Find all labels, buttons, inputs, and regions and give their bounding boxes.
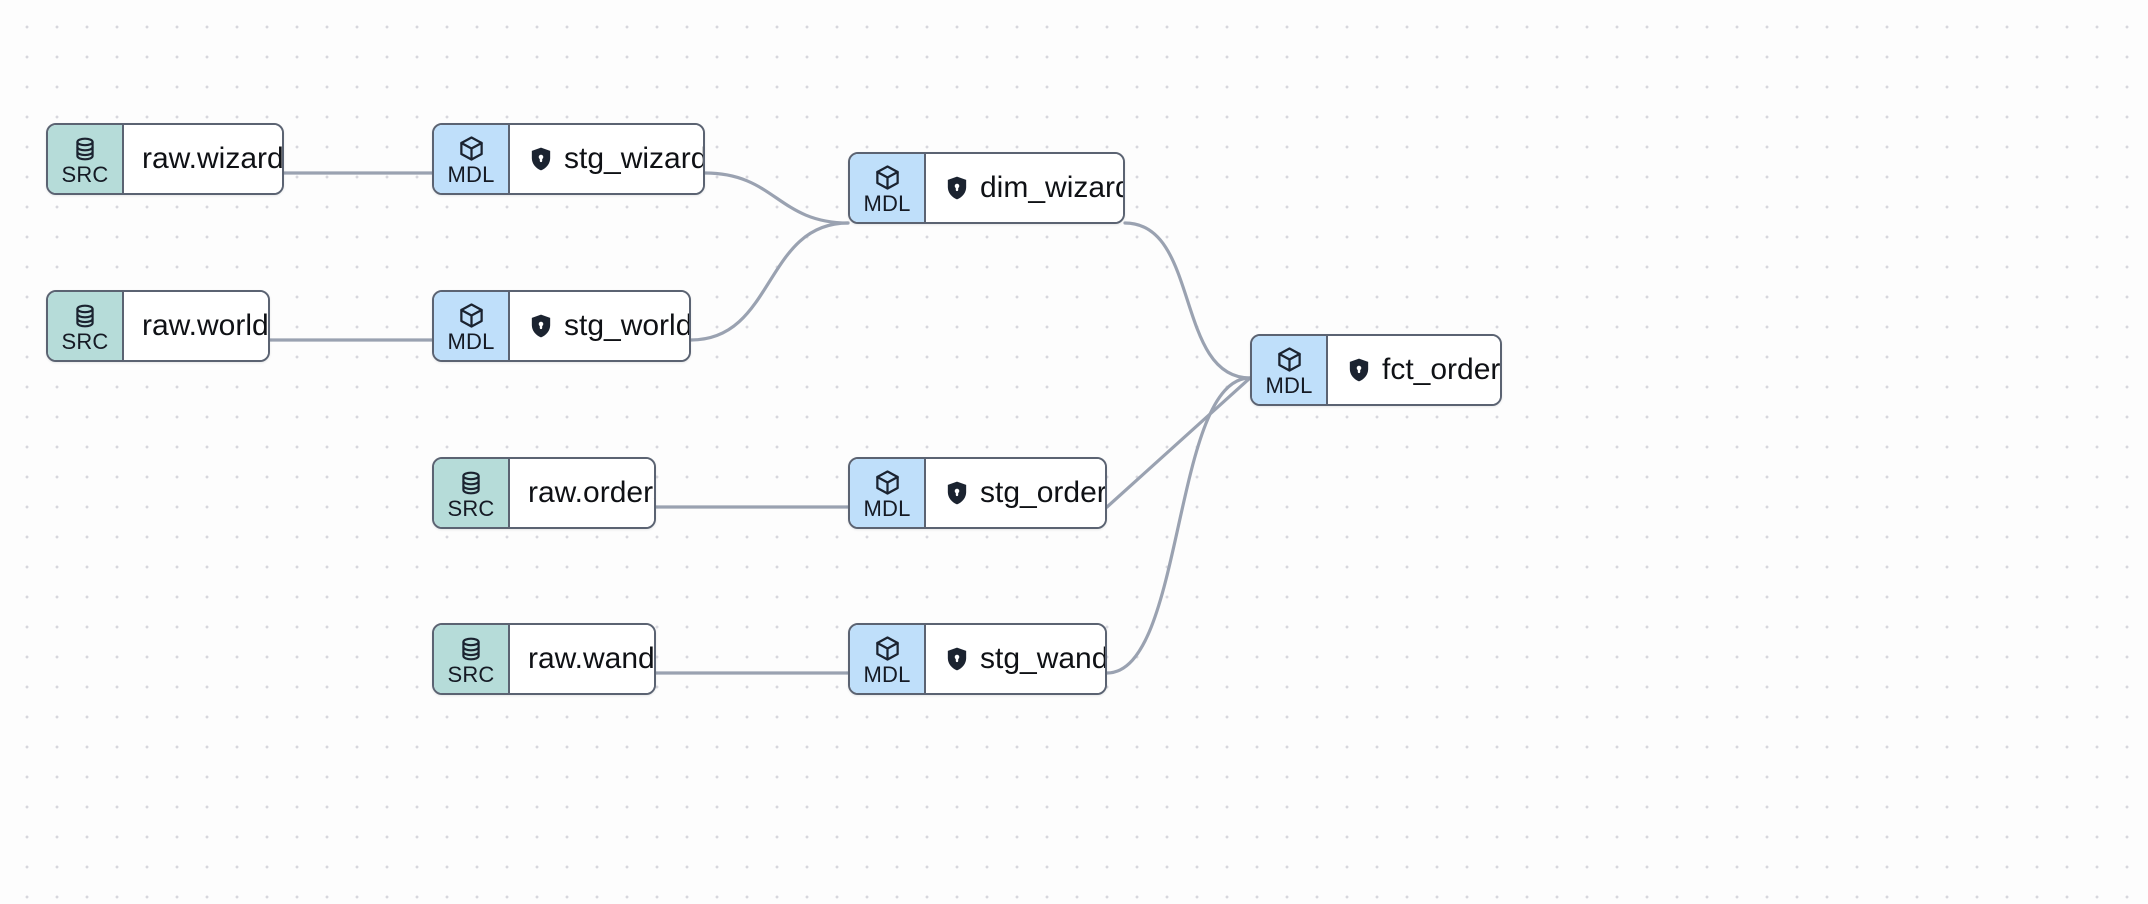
node-label: stg_wands xyxy=(980,642,1107,675)
node-stg-orders[interactable]: MDL stg_orders xyxy=(848,457,1107,529)
node-badge-mdl: MDL xyxy=(850,625,926,693)
node-raw-worlds[interactable]: SRC raw.worlds xyxy=(46,290,270,362)
node-stg-worlds[interactable]: MDL stg_worlds xyxy=(432,290,691,362)
node-body: stg_worlds xyxy=(510,292,691,360)
shield-lock-icon xyxy=(946,176,968,200)
node-raw-wands[interactable]: SRC raw.wands xyxy=(432,623,656,695)
shield-lock-icon xyxy=(530,314,552,338)
cube-icon xyxy=(458,135,485,162)
database-icon xyxy=(458,636,484,662)
node-badge-label: SRC xyxy=(447,495,495,521)
shield-lock-icon xyxy=(946,647,968,671)
node-badge-label: SRC xyxy=(61,328,109,354)
node-badge-mdl: MDL xyxy=(1252,336,1328,404)
database-icon xyxy=(72,303,98,329)
node-body: raw.wands xyxy=(510,625,656,693)
node-dim-wizards[interactable]: MDL dim_wizards xyxy=(848,152,1125,224)
node-badge-label: MDL xyxy=(863,496,911,521)
cube-icon xyxy=(1276,346,1303,373)
node-badge-mdl: MDL xyxy=(434,292,510,360)
node-body: raw.worlds xyxy=(124,292,270,360)
node-badge-mdl: MDL xyxy=(434,125,510,193)
node-badge-mdl: MDL xyxy=(850,154,926,222)
cube-icon xyxy=(874,635,901,662)
node-badge-label: MDL xyxy=(863,191,911,216)
node-label: stg_orders xyxy=(980,476,1107,509)
node-badge-label: MDL xyxy=(1265,373,1313,398)
node-badge-label: MDL xyxy=(863,662,911,687)
cube-icon xyxy=(874,164,901,191)
edge-stg-orders-to-fct-orders xyxy=(1105,376,1252,509)
node-label: stg_wizards xyxy=(564,142,703,175)
node-badge-src: SRC xyxy=(434,625,510,693)
node-label: raw.wizards xyxy=(142,142,284,175)
node-body: raw.wizards xyxy=(124,125,284,193)
node-label: raw.worlds xyxy=(142,309,270,342)
node-stg-wands[interactable]: MDL stg_wands xyxy=(848,623,1107,695)
shield-lock-icon xyxy=(530,147,552,171)
node-body: stg_wands xyxy=(926,625,1107,693)
edge-stg-wands-to-fct-orders xyxy=(1105,376,1252,675)
node-fct-orders[interactable]: MDL fct_orders xyxy=(1250,334,1502,406)
node-badge-src: SRC xyxy=(48,292,124,360)
node-badge-mdl: MDL xyxy=(850,459,926,527)
shield-lock-icon xyxy=(946,481,968,505)
node-badge-src: SRC xyxy=(434,459,510,527)
database-icon xyxy=(458,470,484,496)
node-label: stg_worlds xyxy=(564,309,691,342)
edge-stg-wizards-to-dim-wizards xyxy=(703,171,850,225)
node-raw-orders[interactable]: SRC raw.orders xyxy=(432,457,656,529)
node-label: raw.wands xyxy=(528,642,656,675)
database-icon xyxy=(72,136,98,162)
node-body: stg_wizards xyxy=(510,125,703,193)
node-body: dim_wizards xyxy=(926,154,1123,222)
node-label: raw.orders xyxy=(528,476,656,509)
node-label: fct_orders xyxy=(1382,353,1501,386)
node-badge-label: SRC xyxy=(447,661,495,687)
node-body: fct_orders xyxy=(1328,336,1501,404)
node-badge-src: SRC xyxy=(48,125,124,193)
node-stg-wizards[interactable]: MDL stg_wizards xyxy=(432,123,705,195)
node-raw-wizards[interactable]: SRC raw.wizards xyxy=(46,123,284,195)
cube-icon xyxy=(458,302,485,329)
node-body: stg_orders xyxy=(926,459,1107,527)
node-badge-label: MDL xyxy=(447,162,495,187)
node-body: raw.orders xyxy=(510,459,656,527)
shield-lock-icon xyxy=(1348,358,1370,382)
cube-icon xyxy=(874,469,901,496)
edge-dim-wizards-to-fct-orders xyxy=(1123,221,1252,380)
node-badge-label: MDL xyxy=(447,329,495,354)
node-badge-label: SRC xyxy=(61,161,109,187)
node-label: dim_wizards xyxy=(980,171,1123,204)
edge-stg-worlds-to-dim-wizards xyxy=(689,221,850,342)
